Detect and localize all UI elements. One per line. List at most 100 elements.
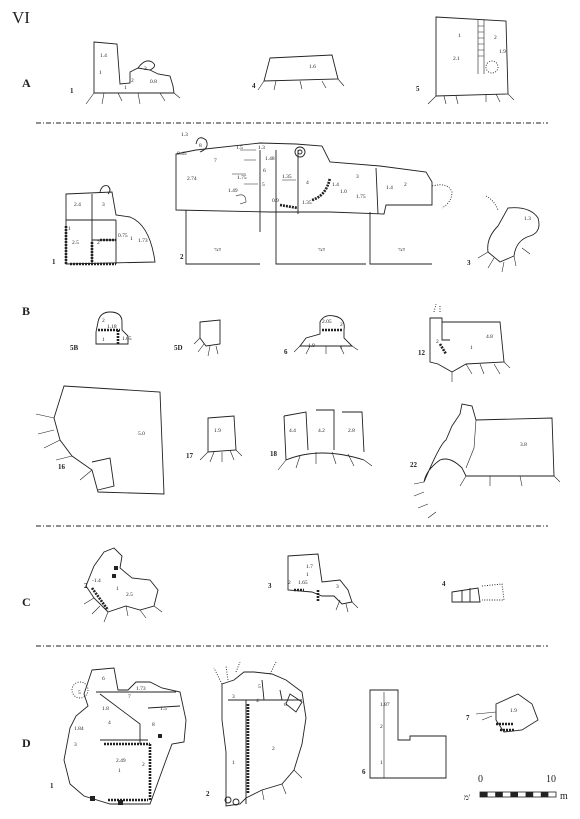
annotation: 2.05 xyxy=(322,319,332,325)
annotation: 1 xyxy=(99,70,102,76)
annotation: 2 xyxy=(97,240,100,246)
annotation: 2.49 xyxy=(116,758,126,764)
annotation: 1.6 xyxy=(309,64,316,70)
annotation: 3 xyxy=(102,202,105,208)
plan-num: 18 xyxy=(270,450,278,458)
plan-b3: 3 1.3 xyxy=(467,195,540,273)
annotation: 2 xyxy=(494,35,497,41)
annotation: 1.3 xyxy=(258,145,265,151)
annotation: 4 xyxy=(306,180,309,186)
plan-d2: 2 5 3 4 6 2 1 xyxy=(206,661,307,807)
plan-num: 1 xyxy=(70,87,74,95)
annotation: 4 xyxy=(108,720,111,726)
scale-start: 0 xyxy=(478,774,483,785)
hebrew-label: חצר xyxy=(318,247,326,252)
annotation: 5 xyxy=(258,684,261,690)
plan-num: 2 xyxy=(180,253,184,261)
annotation: 3 xyxy=(336,584,339,590)
annotation: 1.9 xyxy=(214,428,221,434)
section-label-b: B xyxy=(22,304,30,318)
annotation: 0.8 xyxy=(150,79,157,85)
scale-end: 10 xyxy=(546,774,556,785)
plan-b17: 17 1.9 xyxy=(186,415,243,463)
annotation: 2 xyxy=(340,322,343,328)
annotation: 6 xyxy=(263,168,266,174)
annotation: 1 xyxy=(118,768,121,774)
annotation: 1.9 xyxy=(308,343,315,349)
annotation: 3 xyxy=(74,742,77,748)
hebrew-label: חצר xyxy=(214,247,222,252)
annotation: 2.5 xyxy=(72,240,79,246)
annotation: 4 xyxy=(256,698,259,704)
annotation: 1.18 xyxy=(107,324,117,330)
annotation: 5 xyxy=(262,182,265,188)
plan-num: 2 xyxy=(206,790,210,798)
annotation: 1.65 xyxy=(298,580,308,586)
annotation: 1.8 xyxy=(102,706,109,712)
annotation: 1 xyxy=(340,345,343,351)
annotation: 1 xyxy=(130,236,133,242)
annotation: 8 xyxy=(199,143,202,149)
annotation: 2.1 xyxy=(453,56,460,62)
section-label-d: D xyxy=(22,736,31,750)
annotation: 1.5 xyxy=(160,706,167,712)
scale-unit-hebrew: מ' xyxy=(464,793,471,802)
plan-b5d: 5D xyxy=(174,319,221,357)
section-label-a: A xyxy=(22,76,31,90)
plan-a4: 4 1.6 xyxy=(252,54,345,91)
annotation: 1 xyxy=(458,33,461,39)
annotation: 6 xyxy=(102,676,105,682)
plan-b6: 6 2.05 2 1.9 1 xyxy=(284,315,359,356)
annotation: 1 xyxy=(306,572,309,578)
plan-num: 4 xyxy=(442,580,446,588)
plan-num: 5B xyxy=(70,344,79,352)
plan-num: 6 xyxy=(362,768,366,776)
plan-num: 6 xyxy=(284,348,288,356)
annotation: 5.0 xyxy=(138,431,145,437)
annotation: 1 xyxy=(116,586,119,592)
annotation: 2.8 xyxy=(348,428,355,434)
plan-b22: 22 3.8 xyxy=(410,403,561,519)
plan-num: 17 xyxy=(186,452,194,460)
scale-unit: m xyxy=(560,791,568,802)
annotation: 4.2 xyxy=(318,428,325,434)
plan-num: 7 xyxy=(466,714,470,722)
annotation: 7 xyxy=(128,694,131,700)
annotation: 8 xyxy=(152,722,155,728)
annotation: 2 xyxy=(380,724,383,730)
plan-a5: 5 1 2 2.1 1.9 xyxy=(416,16,515,105)
annotation: 2.4 xyxy=(74,202,81,208)
annotation: 3 xyxy=(232,694,235,700)
annotation: 5 xyxy=(78,690,81,696)
plan-c2: 2 -1.4 1 2.5 xyxy=(83,547,163,623)
annotation: 1.4 xyxy=(386,185,393,191)
plan-b1: 1 2.4 3 2.5 1 2 0.75 1 1.73 xyxy=(52,185,156,266)
plan-c4: 4 xyxy=(442,580,505,603)
annotation: 3 xyxy=(144,66,147,72)
annotation: 1 xyxy=(102,337,105,343)
plan-num: 2 xyxy=(84,582,88,590)
plan-num: 3 xyxy=(268,582,272,590)
annotation: 2 xyxy=(131,78,134,84)
annotation: 1 xyxy=(470,345,473,351)
annotation: 1.4 xyxy=(100,53,107,59)
annotation: 1.73 xyxy=(136,686,146,692)
plan-num: 5D xyxy=(174,344,183,352)
scale-bar: 0 10 m מ' xyxy=(464,774,568,802)
annotation: 1.48 xyxy=(265,156,275,162)
annotation: 1 xyxy=(380,760,383,766)
annotation: 1.75 xyxy=(356,194,366,200)
annotation: 1.87 xyxy=(380,702,390,708)
plan-b18: 18 4.4 4.2 2.8 xyxy=(270,409,373,471)
plan-num: 12 xyxy=(418,349,426,357)
plan-num: 1 xyxy=(52,258,56,266)
annotation: 0.9 xyxy=(272,198,279,204)
annotation: 4.4 xyxy=(289,428,296,434)
annotation: 1.3 xyxy=(181,132,188,138)
section-label-c: C xyxy=(22,595,31,609)
plan-num: 22 xyxy=(410,461,418,469)
annotation: 1.65 xyxy=(122,336,132,342)
plan-num: 1 xyxy=(50,782,54,790)
annotation: 6 xyxy=(284,702,287,708)
